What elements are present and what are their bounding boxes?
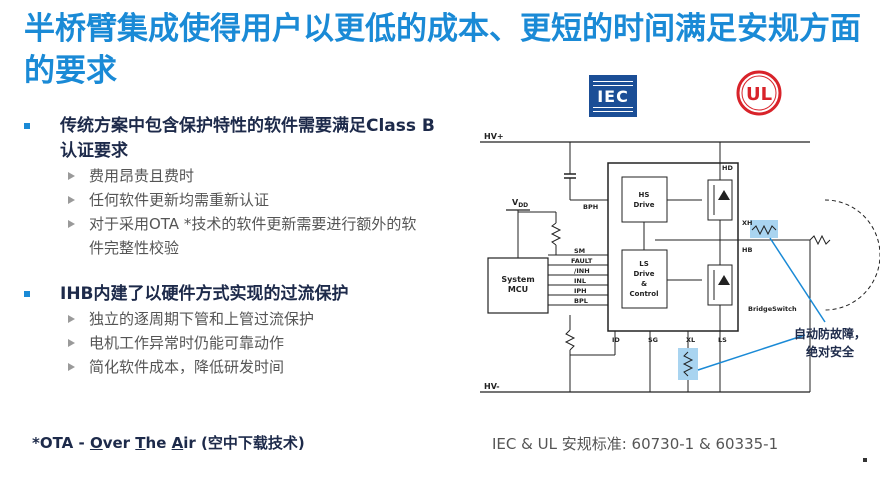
bullet-heading-1: 传统方案中包含保护特性的软件需要满足Class B认证要求 [24,114,440,164]
triangle-bullet-icon [68,196,75,204]
ls-drive-label-1: LS [639,260,649,268]
motor-winding-icon [809,234,831,246]
footnote-he: he [145,434,172,452]
list-item-text: 对于采用OTA *技术的软件更新需要进行额外的软件完整性校验 [89,215,417,257]
mcu-label-1: System [501,275,534,284]
pin-sm: SM [574,247,585,255]
id-label: ID [612,336,620,344]
ls-drive-label-4: Control [630,290,659,298]
list-item: 任何软件更新均需重新认证 [68,188,440,212]
xh-highlight [750,220,778,238]
section-ihb: IHB内建了以硬件方式实现的过流保护 独立的逐周期下管和上管过流保护 电机工作异… [24,282,440,379]
xl-label: XL [686,336,695,344]
list-item: 电机工作异常时仍能可靠动作 [68,331,440,355]
iec-logo: IEC [589,75,637,117]
sg-label: SG [648,336,658,344]
mcu-label-2: MCU [508,285,528,294]
list-item-text: 简化软件成本，降低研发时间 [89,358,285,376]
pin-fault: FAULT [571,257,593,265]
iec-logo-stripes-bottom [593,106,633,112]
section-traditional: 传统方案中包含保护特性的软件需要满足Class B认证要求 费用昂贵且费时 任何… [24,114,440,260]
triangle-bullet-icon [68,363,75,371]
standards-text: IEC & UL 安规标准: 60730-1 & 60335-1 [492,435,779,453]
corner-mark [863,458,867,462]
footnote-a: A [171,434,184,452]
iec-logo-text: IEC [597,86,629,106]
hs-drive-block [621,176,668,223]
xh-resistor [751,224,777,236]
annotation-text-1: 自动防故障， [794,326,866,341]
square-bullet-icon [24,123,30,129]
hs-drive-label-1: HS [639,191,650,199]
ls-drive-block [621,249,668,309]
footnote-o: O [89,434,103,452]
annotation-arrow-top [769,237,826,323]
slide-title: 半桥臂集成使得用户以更低的成本、更短的时间满足安规方面的要求 [24,11,861,89]
xl-highlight [678,348,698,380]
motor-outline [824,199,880,311]
bridgeswitch-label: BridgeSwitch [748,305,797,313]
hv-plus-label: HV+ [484,132,504,141]
pin-inl: INL [574,277,586,285]
xh-label: XH [742,219,752,227]
list-item-text: 费用昂贵且费时 [89,167,195,185]
system-mcu-block [487,257,549,314]
bph-label: BPH [583,203,598,211]
list-item: 对于采用OTA *技术的软件更新需要进行额外的软件完整性校验 [68,212,440,260]
bridge-switch-diagram: HV+ HV- VDD System MCU SM FAULT /INH INL… [480,132,880,393]
footnote-prefix: *OTA - [32,434,90,452]
id-resistor [564,329,576,351]
triangle-bullet-icon [68,172,75,180]
iec-logo-stripes [593,80,633,86]
footnote-t: T [135,434,146,452]
footnote-ver: ver [102,434,136,452]
hs-diode-icon [718,190,730,200]
ul-logo: UL [736,70,782,116]
ul-logo-text: UL [746,84,772,105]
annotation-arrow-bottom [697,334,806,371]
list-item-text: 电机工作异常时仍能可靠动作 [89,334,285,352]
pullup-resistor [550,222,562,246]
xl-resistor [682,351,694,377]
vdd-label: VDD [512,198,528,209]
ls-drive-label-3: & [641,280,647,288]
triangle-bullet-icon [68,315,75,323]
section1-heading: 传统方案中包含保护特性的软件需要满足Class B认证要求 [60,116,435,161]
hd-label: HD [722,164,733,172]
pin-iph: IPH [574,287,587,295]
square-bullet-icon [24,291,30,297]
ota-footnote: *OTA - Over The Air (空中下载技术) [32,432,305,453]
list-item: 费用昂贵且费时 [68,164,440,188]
ls-diode-icon [718,275,730,285]
footnote-ir: ir (空中下载技术) [183,434,305,452]
ls-drive-label-2: Drive [634,270,655,278]
bullet-heading-2: IHB内建了以硬件方式实现的过流保护 [24,282,440,307]
hs-drive-label-2: Drive [634,201,655,209]
ls-label: LS [718,336,727,344]
list-item-text: 独立的逐周期下管和上管过流保护 [89,310,315,328]
hv-minus-label: HV- [484,382,500,391]
pin-bpl: BPL [574,297,588,305]
annotation-text-2: 绝对安全 [806,344,855,359]
list-item: 独立的逐周期下管和上管过流保护 [68,307,440,331]
triangle-bullet-icon [68,339,75,347]
list-item-text: 任何软件更新均需重新认证 [89,191,270,209]
section2-heading: IHB内建了以硬件方式实现的过流保护 [60,284,349,304]
list-item: 简化软件成本，降低研发时间 [68,355,440,379]
pin-inh: /INH [574,267,590,275]
hb-label: HB [742,246,752,254]
triangle-bullet-icon [68,220,75,228]
